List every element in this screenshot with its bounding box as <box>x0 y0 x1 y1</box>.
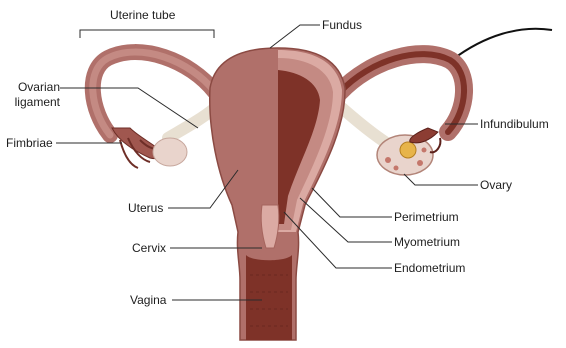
left-ovary <box>153 138 187 166</box>
label-fimbriae: Fimbriae <box>6 136 53 150</box>
right-ovarian-ligament <box>342 108 385 142</box>
label-ovary: Ovary <box>480 178 512 192</box>
ovarian-follicle <box>400 142 416 158</box>
label-ovarian-ligament-line2: ligament <box>4 95 60 109</box>
label-endometrium: Endometrium <box>394 261 465 275</box>
label-vagina: Vagina <box>130 293 166 307</box>
uterine-tube-bracket <box>80 30 214 38</box>
label-uterine-tube: Uterine tube <box>110 8 175 22</box>
label-perimetrium: Perimetrium <box>394 210 459 224</box>
label-myometrium: Myometrium <box>394 235 460 249</box>
leader-ovary <box>404 174 478 185</box>
outline-arc <box>452 29 552 60</box>
label-infundibulum: Infundibulum <box>480 117 549 131</box>
leader-perimetrium <box>312 188 392 217</box>
label-cervix: Cervix <box>132 241 166 255</box>
label-fundus: Fundus <box>322 18 362 32</box>
vaginal-canal <box>246 255 292 340</box>
label-uterus: Uterus <box>128 201 163 215</box>
leader-fundus <box>270 25 320 48</box>
leader-myometrium <box>300 198 392 242</box>
leader-ovarian-ligament <box>60 88 198 128</box>
cervical-canal <box>261 205 279 248</box>
label-ovarian-ligament-line1: Ovarian <box>8 80 60 94</box>
